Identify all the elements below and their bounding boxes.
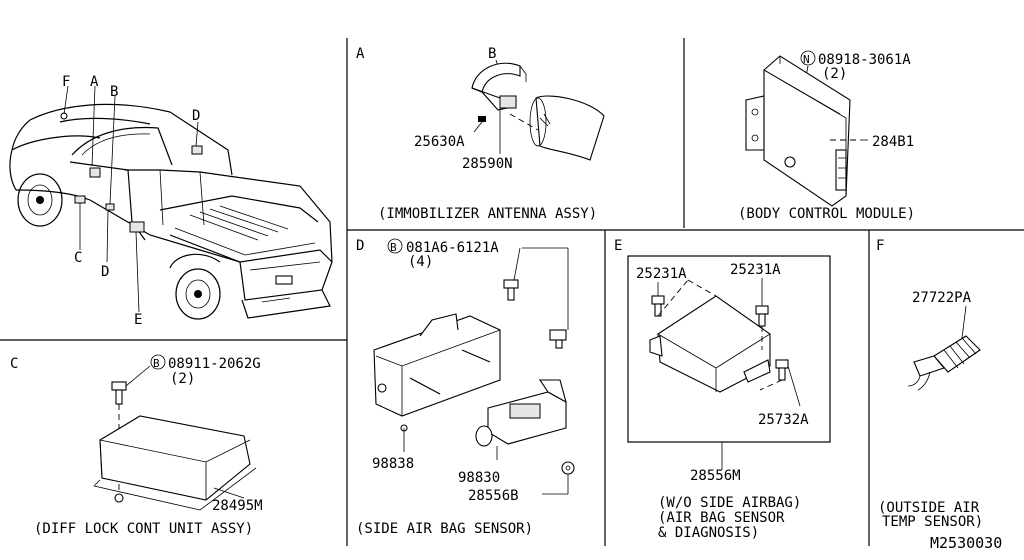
section-letter-f: F — [876, 238, 884, 254]
caption-f-line1: (OUTSIDE AIR — [878, 500, 980, 516]
caption-e-line1: (W/O SIDE AIRBAG) — [658, 495, 801, 511]
section-a-immobilizer: A B 25630A 28590N (IMMOBILIZER ANTENNA A… — [356, 46, 605, 222]
vehicle-overview — [9, 85, 333, 320]
diagram-code: M2530030 — [930, 534, 1002, 552]
bolt-qty-c: (2) — [170, 371, 195, 387]
part-25231A-right: 25231A — [730, 262, 781, 278]
caption-side-airbag: (SIDE AIR BAG SENSOR) — [356, 521, 533, 537]
callout-E: E — [134, 312, 142, 328]
nut-qty: (2) — [822, 66, 847, 82]
nut-symbol: N — [803, 53, 810, 66]
caption-f-line2: TEMP SENSOR) — [882, 514, 983, 530]
callout-A: A — [90, 74, 99, 90]
part-27722PA: 27722PA — [912, 290, 972, 306]
callout-B: B — [110, 84, 118, 100]
bolt-symbol-d: B — [390, 241, 397, 254]
section-letter-c: C — [10, 356, 18, 372]
caption-body-control: (BODY CONTROL MODULE) — [738, 206, 915, 222]
panel-borders — [0, 38, 1024, 546]
part-28556M: 28556M — [690, 468, 741, 484]
part-98830: 98830 — [458, 470, 500, 486]
part-98838: 98838 — [372, 456, 414, 472]
section-body-control-module: N 08918-3061A (2) 284B1 (BODY CONTROL MO… — [738, 50, 915, 222]
section-e-airbag-diagnosis: E 25231A 25231A 25732A 28556M (W/O SIDE … — [614, 238, 831, 541]
part-25231A-left: 25231A — [636, 266, 687, 282]
section-letter-a: A — [356, 46, 365, 62]
vehicle-callouts: F A B D C D E — [62, 74, 200, 328]
section-c-diff-lock: C B 08911-2062G (2) 28495M (DIFF LOCK CO… — [10, 354, 263, 537]
bolt-symbol-c: B — [153, 357, 160, 370]
caption-immobilizer: (IMMOBILIZER ANTENNA ASSY) — [378, 206, 597, 222]
section-f-outside-air-temp: F 27722PA (OUTSIDE AIR TEMP SENSOR) — [876, 238, 983, 530]
caption-diff-lock: (DIFF LOCK CONT UNIT ASSY) — [34, 521, 253, 537]
callout-F: F — [62, 74, 70, 90]
part-28590N: 28590N — [462, 156, 513, 172]
callout-D-top: D — [192, 108, 200, 124]
part-284B1: 284B1 — [872, 134, 914, 150]
part-08918-3061A: 08918-3061A — [818, 52, 911, 68]
caption-e-line3: & DIAGNOSIS) — [658, 525, 759, 541]
part-25732A: 25732A — [758, 412, 809, 428]
part-08911-2062G: 08911-2062G — [168, 356, 261, 372]
callout-D-bottom: D — [101, 264, 109, 280]
section-letter-e: E — [614, 238, 622, 254]
part-28556B: 28556B — [468, 488, 519, 504]
part-25630A: 25630A — [414, 134, 465, 150]
section-d-side-airbag: D B 081A6-6121A (4) 98838 98830 — [356, 238, 575, 537]
callout-b: B — [488, 46, 496, 62]
section-letter-d: D — [356, 238, 364, 254]
part-081A6-6121A: 081A6-6121A — [406, 240, 499, 256]
bolt-qty-d: (4) — [408, 254, 433, 270]
part-28495M: 28495M — [212, 498, 263, 514]
callout-C: C — [74, 250, 82, 266]
caption-e-line2: (AIR BAG SENSOR — [658, 510, 785, 526]
